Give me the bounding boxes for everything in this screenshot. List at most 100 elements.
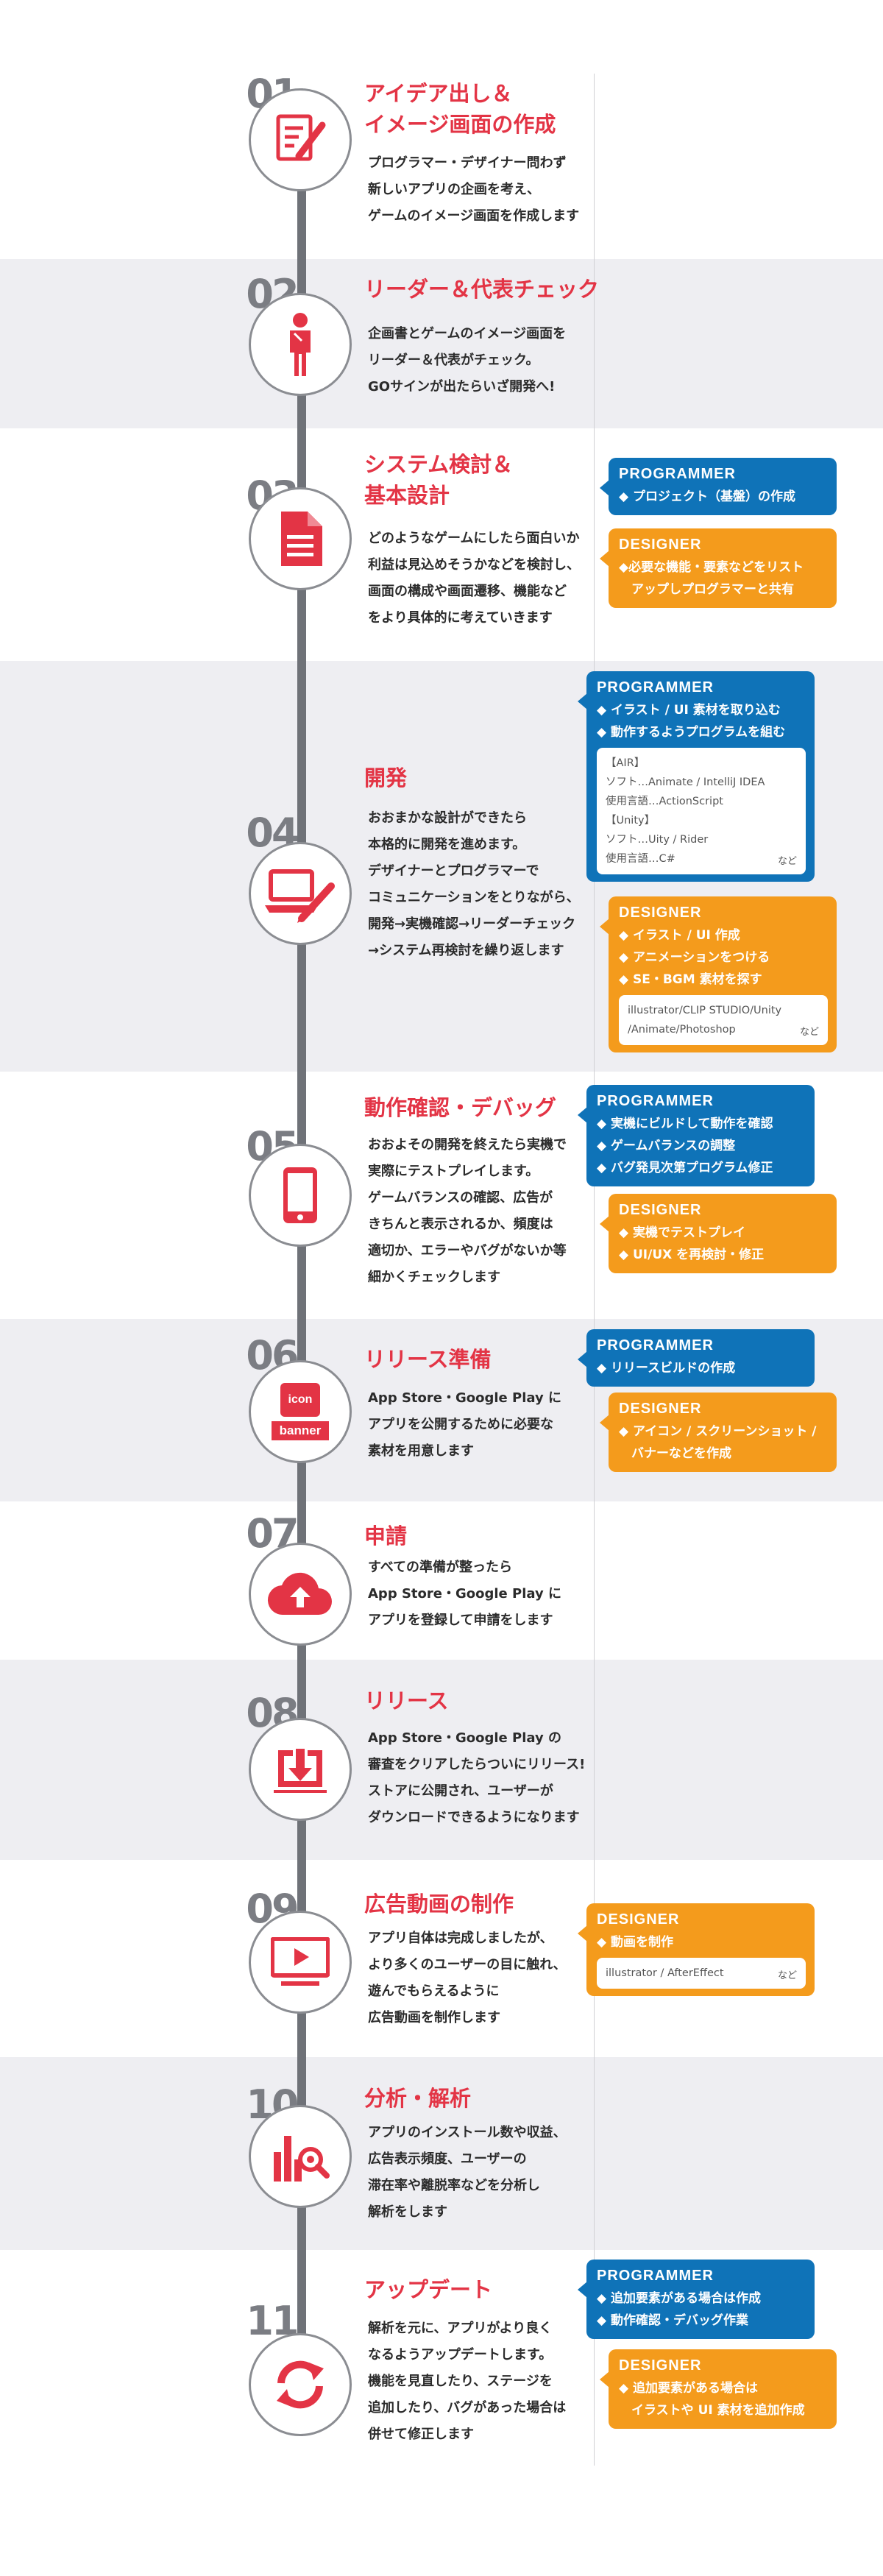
designer-heading: DESIGNER [619,537,702,553]
step-title: 申請 [364,1524,408,1549]
task-item: ◆ バグ発見次第プログラム修正 [597,1161,773,1175]
programmer-heading: PROGRAMMER [597,679,714,696]
step-description: 企画書とゲームのイメージ画面を リーダー＆代表がチェック。 GOサインが出たらい… [368,326,567,394]
step-icon-circle [249,487,352,590]
cloud-upload-icon [267,1571,333,1618]
designer-box: DESIGNER ◆ 追加要素がある場合は イラストや UI 素材を追加作成 [600,2349,837,2429]
task-item: ◆ ゲームバランスの調整 [597,1139,736,1153]
icon-banner-icon: icon banner [272,1383,329,1440]
designer-box: DESIGNER ◆ アイコン / スクリーンショット / バナーなどを作成 [600,1393,837,1472]
step-description: プログラマー・デザイナー問わず 新しいアプリの企画を考え、 ゲームのイメージ画面… [368,155,580,224]
step-icon-circle: icon banner [249,1360,352,1463]
task-item: ◆ 追加要素がある場合は作成 [597,2291,761,2306]
programmer-box: PROGRAMMER ◆ 追加要素がある場合は作成 ◆ 動作確認・デバッグ作業 [578,2260,815,2339]
designer-heading: DESIGNER [597,1911,680,1928]
designer-box: DESIGNER ◆ イラスト / UI 作成 ◆ アニメーションをつける ◆ … [600,896,837,1052]
designer-heading: DESIGNER [619,1401,702,1417]
person-icon [278,311,322,378]
smartphone-icon [282,1166,319,1225]
step-title: リリース [364,1688,449,1713]
task-item: ◆ プロジェクト（基盤）の作成 [619,489,795,504]
task-item: ◆必要な機能・要素などをリスト アップしプログラマーと共有 [619,560,804,597]
step-title: アップデート [364,2277,493,2302]
step-icon-circle [249,842,352,945]
laptop-pen-icon [265,864,336,923]
step-description: App Store・Google Play に アプリを公開するために必要な 素… [368,1390,561,1459]
task-item: ◆ SE・BGM 素材を探す [619,972,762,987]
programmer-heading: PROGRAMMER [597,2268,714,2284]
step-title: リーダー＆代表チェック [364,277,600,302]
tools-text: 【AIR】 ソフト…Animate / IntelliJ IDEA 使用言語…A… [606,757,765,865]
step-icon-circle [249,88,352,191]
refresh-icon [271,2355,330,2414]
section-band-02 [0,259,883,428]
document-icon [277,510,324,567]
step-description: どのようなゲームにしたら面白いか 利益は見込めそうかなどを検討し、 画面の構成や… [368,531,580,626]
step-title: 動作確認・デバッグ [364,1095,557,1120]
task-item: ◆ イラスト / UI 素材を取り込む [597,703,781,718]
step-title: 分析・解析 [364,2086,472,2111]
designer-heading: DESIGNER [619,905,702,921]
step-icon-circle [249,2105,352,2208]
document-pen-icon [269,109,331,171]
designer-tools: illustrator / AfterEffect など [597,1958,806,1989]
programmer-box: PROGRAMMER ◆ 実機にビルドして動作を確認 ◆ ゲームバランスの調整 … [578,1085,815,1186]
section-band-08 [0,1660,883,1860]
step-title: 広告動画の制作 [364,1892,514,1917]
programmer-heading: PROGRAMMER [597,1093,714,1109]
task-item: ◆ イラスト / UI 作成 [619,928,740,943]
step-icon-circle [249,2333,352,2436]
task-item: ◆ 追加要素がある場合は イラストや UI 素材を追加作成 [619,2381,805,2418]
tools-text: illustrator / AfterEffect [606,1967,724,1979]
download-tray-icon [274,1743,327,1796]
step-description: おおよその開発を終えたら実機で 実際にテストプレイします。 ゲームバランスの確認… [368,1137,567,1285]
programmer-box: PROGRAMMER ◆ リリースビルドの作成 [578,1329,815,1387]
programmer-heading: PROGRAMMER [597,1337,714,1354]
divider-line [594,74,595,2466]
step-description: すべての準備が整ったら App Store・Google Play に アプリを… [368,1560,561,1628]
timeline-bar [297,88,306,2436]
step-icon-circle [249,1911,352,2014]
section-band-10 [0,2057,883,2250]
designer-box: DESIGNER ◆必要な機能・要素などをリスト アップしプログラマーと共有 [600,528,837,608]
designer-heading: DESIGNER [619,1202,702,1218]
programmer-box: PROGRAMMER ◆ プロジェクト（基盤）の作成 [600,458,837,515]
task-item: ◆ 動画を制作 [597,1935,673,1950]
task-item: ◆ アイコン / スクリーンショット / バナーなどを作成 [619,1424,817,1461]
programmer-tools: 【AIR】 ソフト…Animate / IntelliJ IDEA 使用言語…A… [597,748,806,874]
step-description: アプリのインストール数や収益、 広告表示頻度、ユーザーの 滞在率や離脱率などを分… [368,2125,567,2220]
step-description: おおまかな設計ができたら 本格的に開発を進めます。 デザイナーとプログラマーで … [368,810,580,958]
designer-tools: illustrator/CLIP STUDIO/Unity /Animate/P… [619,995,828,1045]
etc-label: など [777,856,797,867]
programmer-heading: PROGRAMMER [619,466,736,482]
step-title: リリース準備 [364,1347,492,1372]
etc-label: など [799,1027,819,1038]
step-title: 開発 [364,765,408,790]
step-icon-circle [249,1718,352,1821]
task-item: ◆ 動作確認・デバッグ作業 [597,2313,748,2328]
step-description: アプリ自体は完成しましたが、 より多くのユーザーの目に触れ、 遊んでもらえるよう… [368,1931,567,2025]
task-item: ◆ 実機でテストプレイ [619,1225,745,1240]
task-item: ◆ アニメーションをつける [619,950,770,965]
step-icon-circle [249,1144,352,1247]
task-item: ◆ 実機にビルドして動作を確認 [597,1117,773,1131]
tools-text: illustrator/CLIP STUDIO/Unity /Animate/P… [628,1005,782,1036]
step-description: 解析を元に、アプリがより良く なるようアップデートします。 機能を見直したり、ス… [368,2321,567,2442]
step-icon-circle [249,293,352,396]
designer-box: DESIGNER ◆ 実機でテストプレイ ◆ UI/UX を再検討・修正 [600,1194,837,1273]
step-description: App Store・Google Play の 審査をクリアしたらついにリリース… [368,1730,586,1825]
chart-magnifier-icon [271,2127,330,2186]
task-item: ◆ UI/UX を再検討・修正 [619,1248,765,1262]
step-icon-circle [249,1543,352,1646]
programmer-box: PROGRAMMER ◆ イラスト / UI 素材を取り込む ◆ 動作するようプ… [578,671,815,882]
step-title: システム検討＆ 基本設計 [364,452,514,508]
banner-label: banner [272,1421,329,1440]
task-item: ◆ 動作するようプログラムを組む [597,725,786,740]
designer-box: DESIGNER ◆ 動画を制作 illustrator / AfterEffe… [578,1903,815,1996]
designer-heading: DESIGNER [619,2357,702,2374]
etc-label: など [777,1970,797,1981]
icon-label: icon [280,1383,320,1417]
step-title: アイデア出し＆ イメージ画面の作成 [364,81,556,137]
task-item: ◆ リリースビルドの作成 [597,1361,736,1376]
video-play-icon [271,1937,330,1987]
